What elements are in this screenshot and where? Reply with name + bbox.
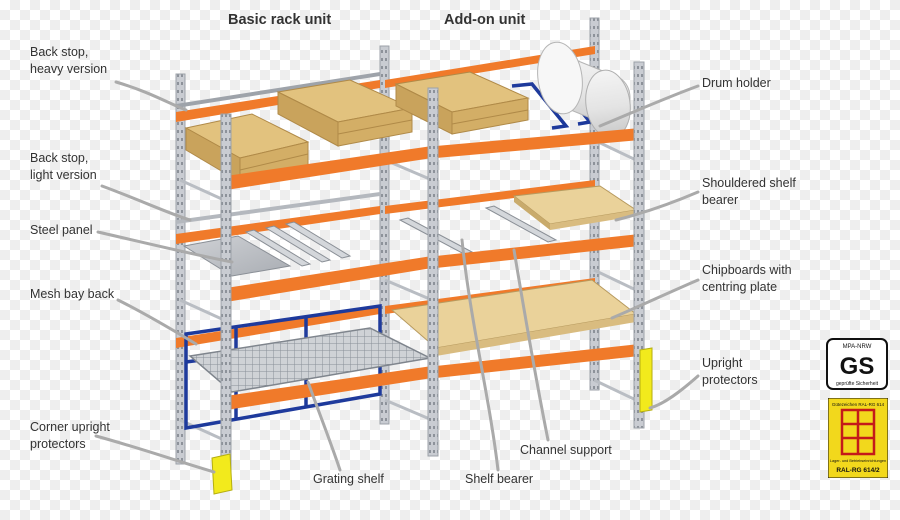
beam-back-mid-left xyxy=(176,206,380,244)
label-corner-upright-protectors: Corner upright protectors xyxy=(30,419,110,453)
gs-badge-bottom: geprüfte Sicherheit xyxy=(836,381,879,387)
label-line: Back stop, xyxy=(30,151,89,165)
shouldered-bearer-board xyxy=(512,185,638,230)
leader-shelf-bearer xyxy=(460,238,500,472)
protectors xyxy=(211,347,653,495)
label-line: Chipboards with xyxy=(702,263,792,277)
label-steel-panel: Steel panel xyxy=(30,223,93,237)
header-basic-rack-unit: Basic rack unit xyxy=(228,12,332,28)
label-shouldered-shelf-bearer: Shouldered shelf bearer xyxy=(702,175,796,209)
ral-badge-bottom: Lager- und Betriebseinrichtungen xyxy=(830,459,886,463)
leader-shouldered-bearer xyxy=(614,190,700,222)
ral-badge-code: RAL-RG 614/2 xyxy=(836,467,880,474)
label-line: Corner upright xyxy=(30,420,110,434)
beam-front-top-left xyxy=(226,146,432,190)
upright xyxy=(220,113,232,487)
leader-drum-holder xyxy=(598,84,700,128)
gs-badge-mark: GS xyxy=(840,353,875,380)
label-upright-protectors: Upright protectors xyxy=(702,355,758,389)
beam-front-top-right xyxy=(436,128,640,158)
ral-badge-top: Gütezeichen RAL-RG 614 xyxy=(832,402,885,407)
upright xyxy=(427,87,439,457)
label-back-stop-heavy: Back stop, heavy version xyxy=(30,44,107,78)
upright-protector xyxy=(639,347,653,413)
gs-badge-top: MPA-NRW xyxy=(843,344,872,350)
label-shelf-bearer: Shelf bearer xyxy=(465,472,534,486)
gs-badge: MPA-NRW GS geprüfte Sicherheit xyxy=(826,338,888,390)
leader-back-stop-heavy xyxy=(114,80,188,112)
upright xyxy=(379,45,390,425)
label-back-stop-light: Back stop, light version xyxy=(30,150,97,184)
label-line: Upright xyxy=(702,356,743,370)
beam-front-mid-right xyxy=(436,234,640,268)
label-mesh-bay-back: Mesh bay back xyxy=(30,287,115,301)
leader-grating-shelf xyxy=(306,380,342,472)
beam-front-mid-left xyxy=(226,256,432,302)
label-chipboards: Chipboards with centring plate xyxy=(702,262,792,296)
pallet xyxy=(276,79,414,147)
label-drum-holder: Drum holder xyxy=(702,76,771,90)
label-line: bearer xyxy=(702,193,739,207)
leader-corner-upright xyxy=(94,434,216,474)
label-line: centring plate xyxy=(702,280,778,294)
beam-front-low-left xyxy=(226,366,432,410)
label-line: Back stop, xyxy=(30,45,89,59)
label-line: protectors xyxy=(702,373,758,387)
upright xyxy=(175,73,186,465)
pallet xyxy=(394,71,530,135)
label-line: protectors xyxy=(30,437,86,451)
label-channel-support: Channel support xyxy=(520,443,612,457)
leader-channel-support xyxy=(512,248,550,442)
beam-front-low-right xyxy=(436,344,640,378)
steel-panel xyxy=(182,235,292,277)
ral-badge: Gütezeichen RAL-RG 614 Lager- und Betrie… xyxy=(828,398,888,478)
upright xyxy=(633,61,645,429)
leader-chipboards xyxy=(610,278,700,320)
label-grating-shelf: Grating shelf xyxy=(313,472,384,486)
label-line: light version xyxy=(30,168,97,182)
leader-back-stop-light xyxy=(100,184,192,222)
leader-lines xyxy=(94,80,700,474)
header-add-on-unit: Add-on unit xyxy=(444,12,526,28)
leader-mesh-bay-back xyxy=(116,298,198,346)
back-stop-heavy xyxy=(176,72,380,108)
label-line: Shouldered shelf xyxy=(702,176,796,190)
leader-steel-panel xyxy=(96,230,234,264)
leader-upright-protectors xyxy=(648,374,700,410)
ral-shelf-icon xyxy=(840,408,876,456)
front-beams xyxy=(226,128,640,410)
back-stop-light xyxy=(176,192,380,224)
basic-shelf-bearers xyxy=(244,221,352,267)
corner-upright-protector xyxy=(211,453,233,495)
label-line: heavy version xyxy=(30,62,108,76)
drum xyxy=(537,41,631,139)
front-uprights xyxy=(220,61,645,487)
